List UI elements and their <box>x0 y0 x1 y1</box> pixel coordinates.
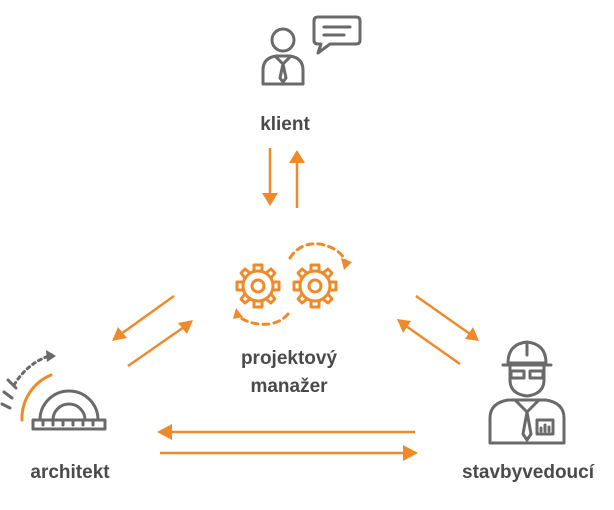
client-label: klient <box>260 114 310 135</box>
builder-helmet-icon <box>488 340 566 445</box>
site-manager-label: stavbyvedoucí <box>462 462 595 483</box>
manager-label-line2: manažer <box>250 376 328 397</box>
architect-label: architekt <box>30 462 110 483</box>
arrow-manager-architect <box>112 294 193 368</box>
arrow-client-manager <box>262 148 305 208</box>
arrow-architect-site-manager <box>157 424 418 461</box>
arrow-manager-site-manager <box>397 294 479 366</box>
gears-icon <box>233 242 352 326</box>
protractor-icon <box>0 350 107 431</box>
client-speech-icon <box>261 15 362 86</box>
manager-label-line1: projektový <box>241 348 338 369</box>
